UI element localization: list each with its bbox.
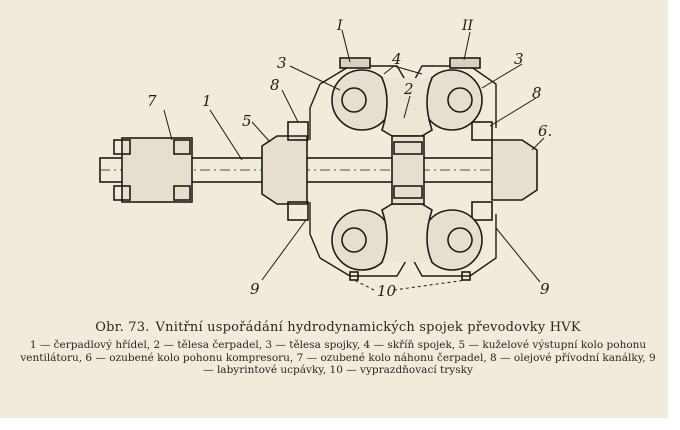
pump-drive-gear	[121, 137, 193, 203]
bearing	[173, 185, 191, 201]
callout-label: 4	[391, 50, 402, 68]
bearing	[393, 185, 423, 199]
callout-label: 8	[270, 76, 280, 94]
callout-label: 5	[242, 112, 252, 130]
bearing	[393, 141, 423, 155]
technical-drawing: 7 1 3 I 4 II 3 8 2 8 5 6. 9 10 9	[92, 18, 612, 308]
callout-label: 1	[202, 92, 212, 110]
callout-label: 8	[532, 84, 542, 102]
torus-circle	[447, 87, 473, 113]
callout-label: II	[461, 18, 474, 34]
callout-label: I	[336, 18, 343, 34]
bearing	[471, 201, 493, 221]
callout-label: 7	[147, 92, 157, 110]
housing-cap	[449, 57, 481, 69]
callout-label: 3	[277, 54, 287, 72]
callout-label: 10	[377, 282, 397, 300]
figure-legend: 1 — čerpadlový hřídel, 2 — tělesa čerpad…	[20, 339, 656, 376]
bearing	[113, 139, 131, 155]
bevel-output-gear	[261, 135, 308, 205]
torus-circle	[447, 227, 473, 253]
figure-title: Vnitřní uspořádání hydrodynamických spoj…	[155, 320, 581, 335]
compressor-drive-gear	[491, 139, 538, 201]
callout-label: 9	[540, 280, 550, 298]
callout-label: 3	[514, 50, 524, 68]
figure-caption: Obr. 73. Vnitřní uspořádání hydrodynamick…	[18, 320, 658, 377]
callout-label: 9	[250, 280, 260, 298]
torus-circle	[341, 87, 367, 113]
caption-title: Obr. 73. Vnitřní uspořádání hydrodynamick…	[18, 320, 658, 335]
callout-label: 6.	[538, 122, 552, 140]
coupling-cross-section: 7 1 3 I 4 II 3 8 2 8 5 6. 9 10 9	[99, 18, 552, 300]
torus-circle	[341, 227, 367, 253]
bearing	[113, 185, 131, 201]
central-hub	[391, 135, 425, 205]
bearing	[471, 121, 493, 141]
figure-number: Obr. 73.	[95, 320, 150, 335]
bearing	[173, 139, 191, 155]
bearing	[287, 201, 309, 221]
document-page: 7 1 3 I 4 II 3 8 2 8 5 6. 9 10 9 Obr. 73…	[0, 0, 668, 418]
housing-cap	[339, 57, 371, 69]
emptying-nozzle	[349, 271, 359, 281]
callout-label: 2	[403, 80, 414, 98]
